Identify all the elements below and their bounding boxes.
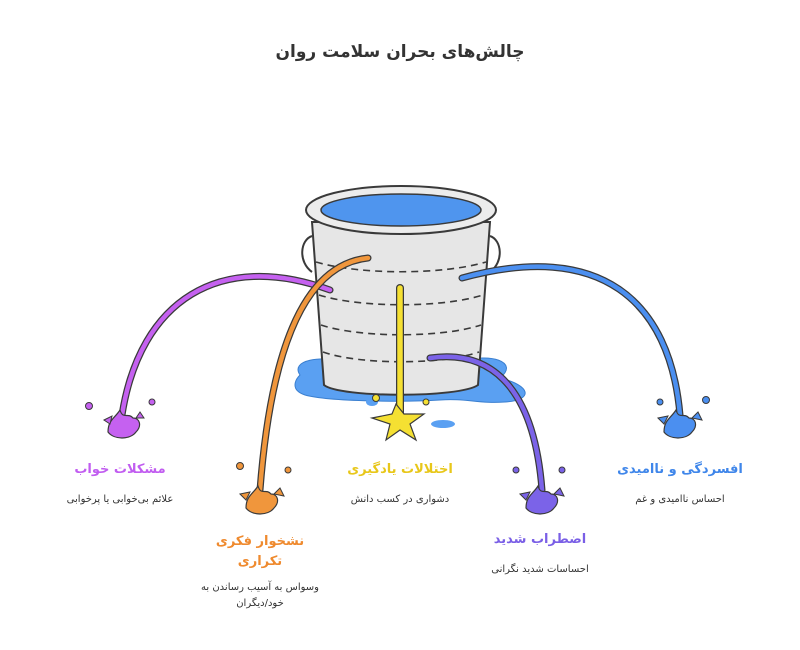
desc-rumination: وسواس به آسیب رساندن به خود/دیگران: [201, 582, 319, 609]
label-learning-disorders: اختلالات یادگیری: [347, 462, 453, 477]
stream-violet: [426, 353, 546, 494]
purple-splash-icon: [85, 398, 156, 439]
violet-splash-icon: [512, 466, 566, 515]
desc-depression: احساس ناامیدی و غم: [635, 494, 725, 505]
label-sleep-problems: مشکلات خواب: [74, 462, 166, 477]
page-title: چالش‌های بحران سلامت روان: [275, 42, 525, 62]
stream-blue: [458, 263, 684, 419]
desc-severe-anxiety: احساسات شدید نگرانی: [491, 564, 589, 575]
desc-learning-disorders: دشواری در کسب دانش: [350, 494, 450, 505]
bucket: [301, 185, 501, 396]
stream-purple: [118, 272, 334, 419]
yellow-splash-icon: [369, 394, 430, 442]
label-rumination: نشخوار فکری تکراری: [215, 534, 305, 569]
stream-orange: [256, 254, 372, 494]
desc-sleep-problems: علائم بی‌خوابی یا پرخوابی: [66, 494, 174, 505]
label-depression: افسردگی و ناامیدی: [617, 462, 743, 477]
blue-splash-icon: [656, 396, 710, 439]
label-severe-anxiety: اضطراب شدید: [493, 532, 587, 547]
orange-splash-icon: [236, 462, 292, 515]
